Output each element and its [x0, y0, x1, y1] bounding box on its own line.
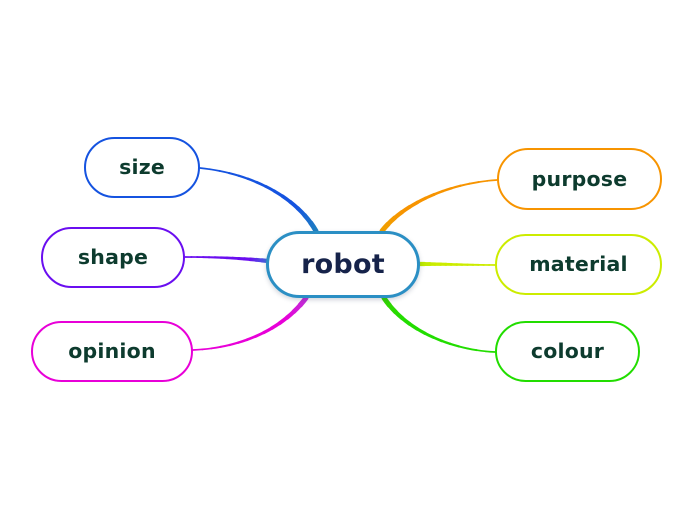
branch-node-opinion[interactable]: opinion — [31, 321, 193, 382]
edge-opinion — [190, 295, 309, 353]
edge-size — [197, 165, 319, 234]
branch-node-shape[interactable]: shape — [41, 227, 185, 288]
central-node-robot[interactable]: robot — [266, 231, 420, 298]
branch-node-material-label: material — [529, 252, 628, 277]
branch-node-purpose[interactable]: purpose — [497, 148, 662, 210]
branch-node-size[interactable]: size — [84, 137, 200, 198]
branch-node-size-label: size — [119, 155, 165, 180]
branch-node-opinion-label: opinion — [68, 339, 156, 364]
branch-node-colour-label: colour — [530, 339, 605, 364]
central-node-robot-label: robot — [301, 249, 385, 280]
edge-colour — [381, 295, 498, 355]
branch-node-material[interactable]: material — [495, 234, 662, 295]
edge-shape — [182, 254, 271, 264]
edge-material — [416, 261, 498, 268]
branch-node-shape-label: shape — [77, 245, 149, 270]
branch-node-purpose-label: purpose — [531, 166, 628, 191]
branch-node-colour[interactable]: colour — [495, 321, 640, 382]
edge-purpose — [379, 177, 500, 234]
